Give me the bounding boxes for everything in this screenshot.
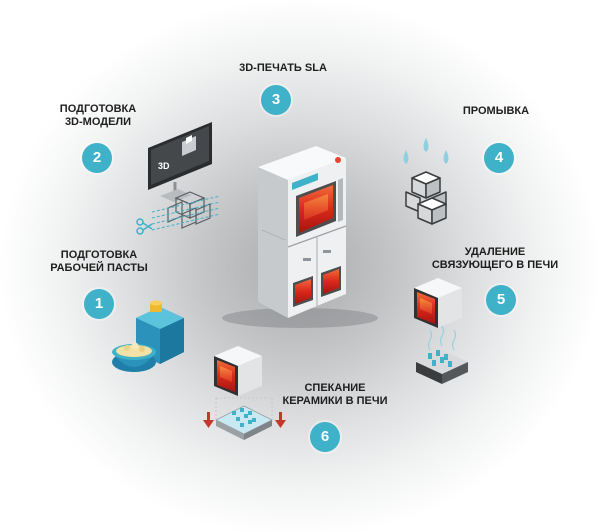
slicing-lines — [151, 195, 221, 231]
step-1-label-line1: ПОДГОТОВКА — [60, 249, 138, 261]
step-5-badge: 5 — [486, 285, 516, 315]
step-1-label: ПОДГОТОВКА РАБОЧЕЙ ПАСТЫ — [48, 249, 150, 275]
step-5-label-line1: УДАЛЕНИЕ — [464, 246, 526, 258]
step-6-label: СПЕКАНИЕ КЕРАМИКИ В ПЕЧИ — [280, 382, 390, 408]
monitor-screen-text: 3D — [158, 161, 170, 171]
step-3-label: 3D-ПЕЧАТЬ SLA — [228, 62, 338, 75]
sintering-tray-icon — [203, 397, 286, 440]
step-2-label-line2: 3D-МОДЕЛИ — [64, 116, 132, 128]
sla-printer-icon — [222, 146, 378, 328]
sintering-furnace-icon — [214, 346, 262, 396]
step-1-label-line2: РАБОЧЕЙ ПАСТЫ — [50, 262, 148, 274]
debinding-furnace-icon — [414, 278, 462, 328]
step-1-badge: 1 — [84, 289, 114, 319]
step-4-badge: 4 — [484, 143, 514, 173]
step-5-label: УДАЛЕНИЕ СВЯЗУЮЩЕГО В ПЕЧИ — [428, 246, 562, 272]
step-2-badge: 2 — [82, 143, 112, 173]
step-2-label-line1: ПОДГОТОВКА — [59, 103, 137, 115]
monitor-icon — [148, 122, 212, 202]
step-3-badge: 3 — [261, 85, 291, 115]
step-4-label: ПРОМЫВКА — [456, 105, 536, 118]
step-6-label-line2: КЕРАМИКИ В ПЕЧИ — [282, 395, 388, 407]
debinding-tray-icon — [416, 325, 468, 384]
washed-part-icon — [405, 171, 447, 225]
paste-bowl-icon — [112, 342, 156, 372]
scissors-icon — [136, 218, 153, 235]
step-2-label: ПОДГОТОВКА 3D-МОДЕЛИ — [52, 103, 144, 129]
step-5-label-line2: СВЯЗУЮЩЕГО В ПЕЧИ — [431, 259, 559, 271]
step-3-label-line1: 3D-ПЕЧАТЬ SLA — [239, 62, 327, 74]
step-4-label-line1: ПРОМЫВКА — [462, 105, 530, 117]
step-6-badge: 6 — [310, 422, 340, 452]
step-6-label-line1: СПЕКАНИЕ — [304, 382, 366, 394]
water-drops-icon — [403, 138, 449, 164]
